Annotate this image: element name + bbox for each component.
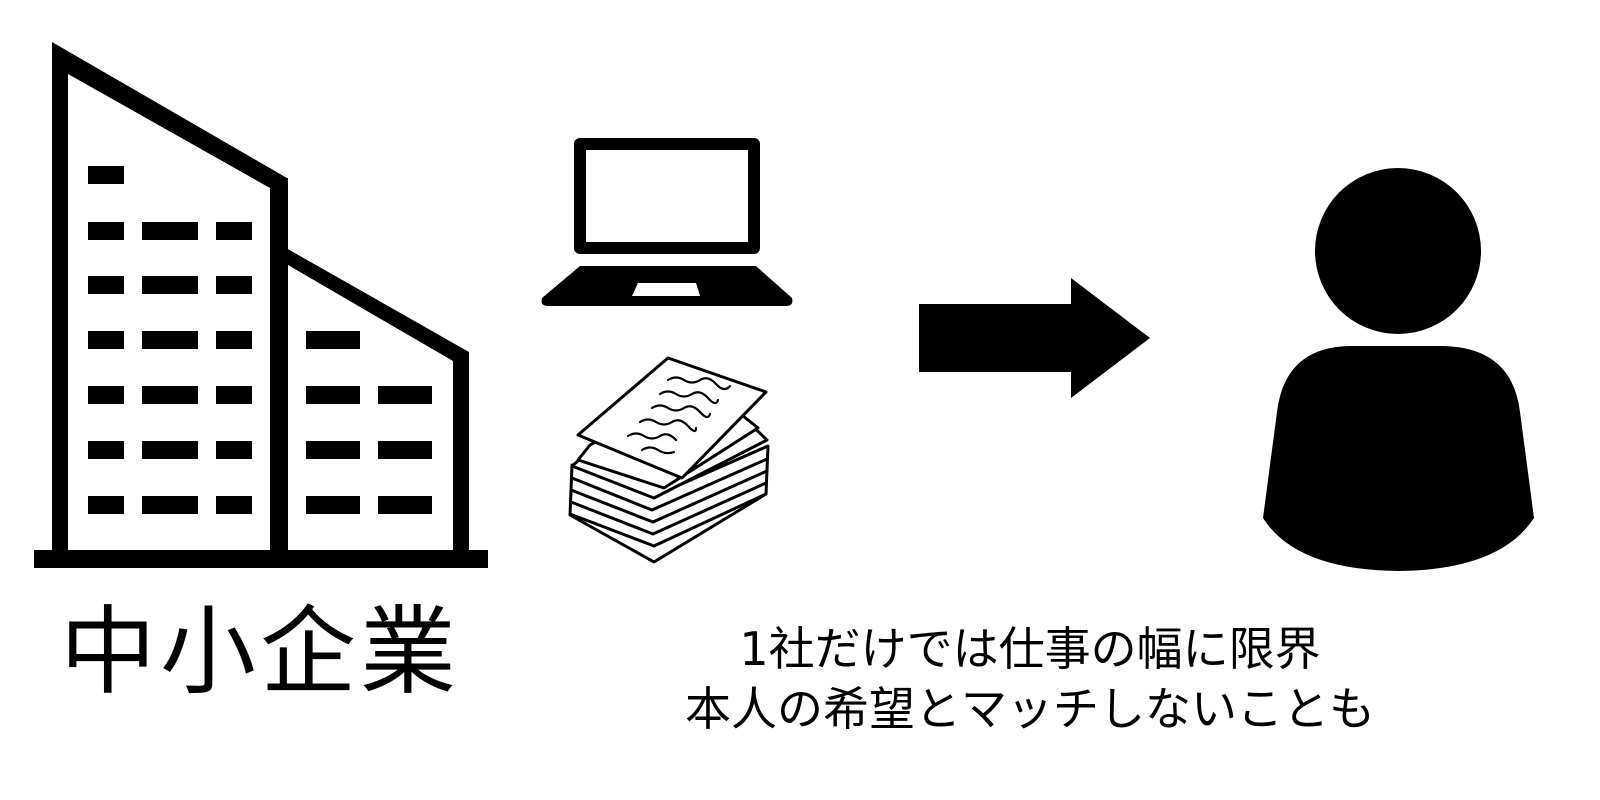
caption-line-1: 1社だけでは仕事の幅に限界 [739, 622, 1321, 676]
office-building-icon [34, 42, 488, 568]
caption-line-2: 本人の希望とマッチしないことも [685, 681, 1375, 736]
building-windows [88, 166, 432, 514]
right-arrow-icon [919, 278, 1150, 398]
document-stack-icon [568, 356, 770, 564]
company-label: 中小企業 [60, 596, 460, 708]
caption: 1社だけでは仕事の幅に限界 本人の希望とマッチしないことも [640, 620, 1420, 740]
laptop-icon [541, 138, 793, 306]
person-icon [1263, 168, 1534, 571]
